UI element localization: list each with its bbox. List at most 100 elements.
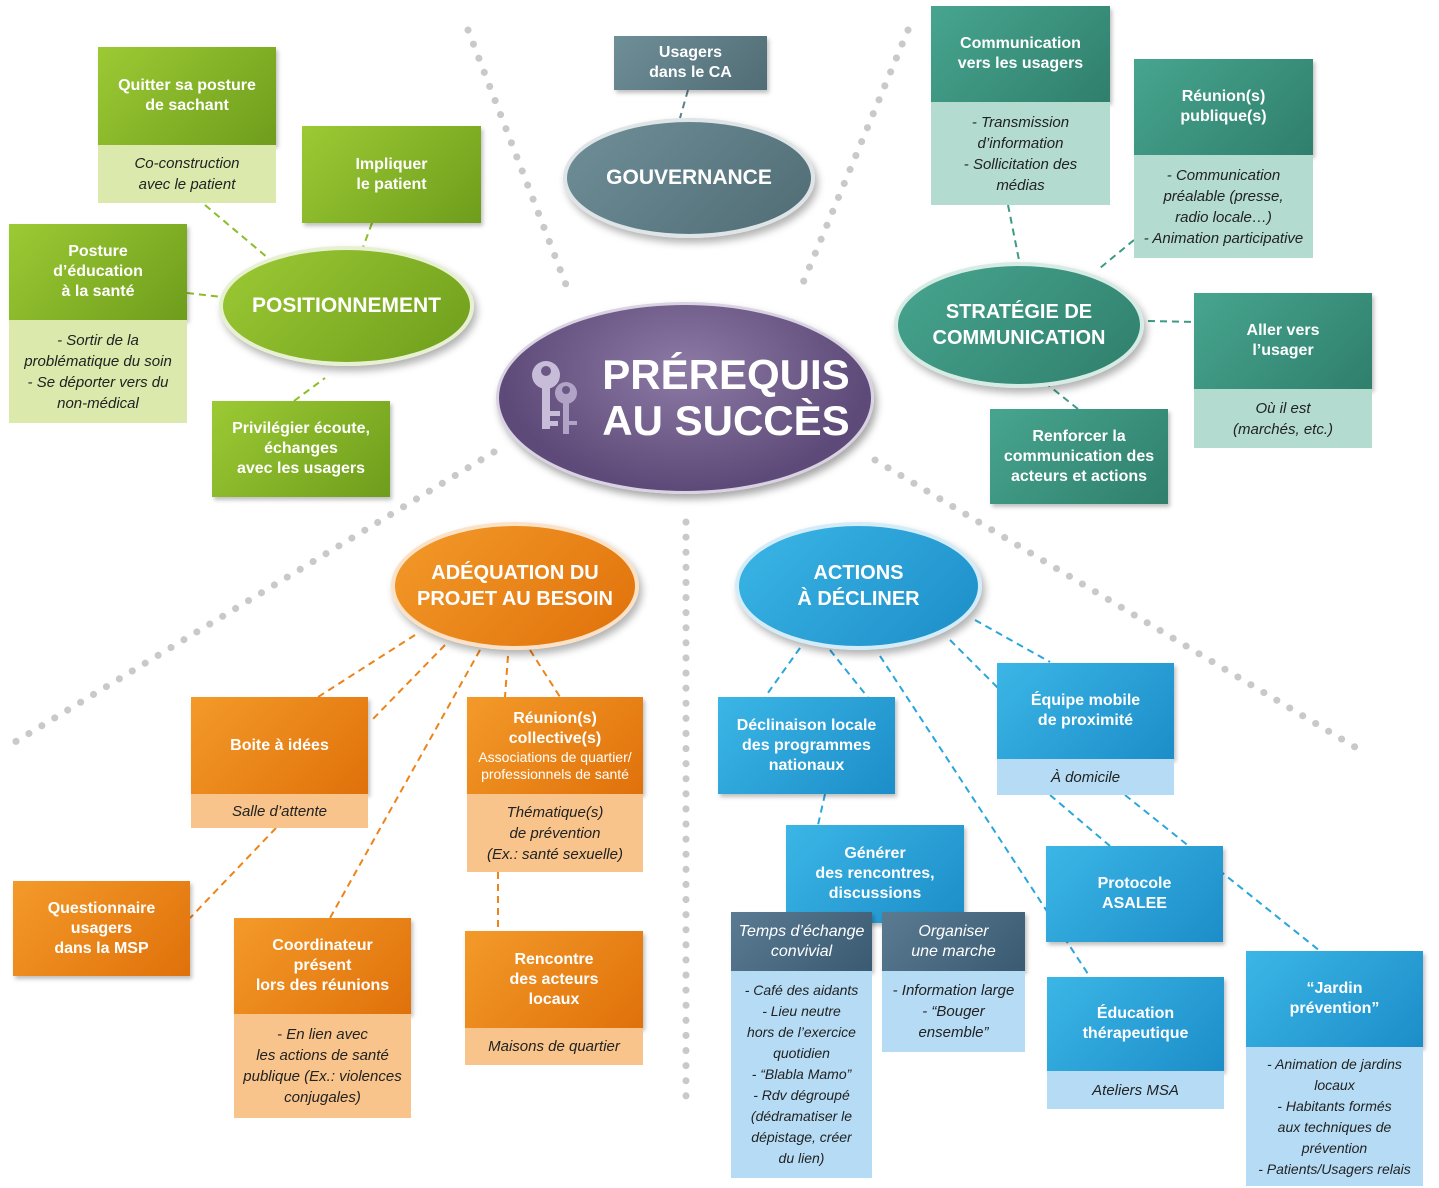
label-line: avec les usagers	[236, 460, 366, 477]
label-line: lors des réunions	[255, 977, 390, 994]
label-line: ASALEE	[1102, 895, 1167, 912]
detail-line: Ateliers MSA	[1092, 1081, 1179, 1099]
label-line: usagers	[70, 919, 133, 937]
label-line: Rencontre	[514, 950, 594, 968]
divider-ray	[464, 26, 572, 294]
education-therapeutique-detail: Ateliers MSA	[1047, 1071, 1224, 1109]
label-line: COMMUNICATION	[932, 327, 1106, 349]
label-line: publique(s)	[1180, 108, 1267, 125]
label-line: Protocole	[1097, 875, 1172, 892]
detail-line: - Habitants formés	[1277, 1097, 1392, 1114]
connector-line	[504, 655, 509, 698]
detail-line: - Animation participative	[1143, 229, 1304, 247]
divider-ray	[796, 26, 912, 294]
detail-line: - Rdv dégroupé	[753, 1087, 850, 1103]
center-title-line-2: AU SUCCÈS	[602, 397, 850, 444]
connector-line	[369, 644, 446, 723]
label-line: ADÉQUATION DU	[431, 562, 599, 584]
detail-line: Où il est	[1255, 399, 1311, 417]
connector-line	[764, 647, 801, 698]
detail-line: - Patients/Usagers relais	[1258, 1160, 1411, 1177]
label-line: Générer	[844, 845, 906, 862]
detail-line: Co-construction	[134, 155, 240, 172]
detail-line: problématique du soin	[24, 352, 172, 370]
detail-line: non-médical	[57, 394, 139, 412]
connector-line	[293, 377, 326, 402]
label-line: Renforcer la	[1032, 427, 1126, 445]
label-line: Coordinateur	[272, 937, 373, 954]
detail-line: avec le patient	[138, 176, 236, 193]
connector-line	[189, 827, 277, 919]
reunion-collective-detail: Thématique(s)de prévention(Ex.: santé se…	[467, 794, 643, 872]
label-line: communication des	[1003, 447, 1155, 465]
label-line: présent	[293, 957, 352, 974]
connector-line	[879, 655, 1091, 978]
detail-line: (Ex.: santé sexuelle)	[487, 845, 623, 863]
label-line: Questionnaire	[47, 899, 156, 917]
label-line: nationaux	[768, 756, 845, 774]
label-line: Posture	[68, 243, 128, 260]
label-line: PROJET AU BESOIN	[417, 588, 613, 610]
center-node: PRÉREQUIS AU SUCCÈS	[496, 302, 874, 494]
detail-line: Maisons de quartier	[488, 1038, 620, 1055]
label-line: Usagers	[658, 44, 723, 61]
connector-line	[317, 634, 416, 698]
boite-idees-box: Boite à idées	[191, 697, 368, 794]
label-line: thérapeutique	[1082, 1025, 1189, 1042]
hub-positionnement-label: POSITIONNEMENT	[251, 294, 441, 317]
label-line: Privilégier écoute,	[232, 420, 370, 437]
connector-line	[186, 292, 223, 298]
coordinateur-box: Coordinateur présent lors des réunions	[234, 918, 411, 1014]
detail-line: À domicile	[1050, 768, 1121, 786]
detail-line: - “Blabla Mamo”	[751, 1066, 852, 1082]
detail-line: prévention	[1301, 1139, 1368, 1156]
connector-line	[529, 649, 561, 698]
detail-line: radio locale…)	[1175, 208, 1272, 226]
detail-line: - Lieu neutre	[762, 1003, 841, 1019]
reunion-publique-box: Réunion(s)publique(s)	[1134, 59, 1313, 155]
rencontre-acteurs-detail: Maisons de quartier	[465, 1028, 643, 1065]
label-line: professionnels de santé	[481, 765, 629, 782]
label-line: des programmes	[742, 736, 871, 754]
label-line: Organiser	[918, 922, 989, 940]
detail-line: - Café des aidants	[744, 982, 859, 998]
divider-ray	[6, 448, 498, 749]
hub-gouvernance-label: GOUVERNANCE	[606, 166, 772, 189]
connector-line	[974, 619, 1051, 663]
label-line: Déclinaison locale	[736, 716, 877, 734]
detail-line: ensemble”	[918, 1024, 989, 1041]
detail-line: du lien)	[778, 1150, 825, 1166]
detail-line: quotidien	[773, 1045, 830, 1061]
connector-line	[1147, 320, 1195, 323]
label-line: “Jardin	[1306, 980, 1363, 997]
detail-line: les actions de santé	[256, 1047, 389, 1064]
detail-line: - Information large	[892, 982, 1015, 999]
connector-line	[1007, 204, 1021, 266]
label-line: À DÉCLINER	[797, 588, 920, 610]
detail-line: - Transmission	[971, 113, 1070, 131]
hub-adequation: ADÉQUATION DU PROJET AU BESOIN	[391, 522, 639, 650]
boite-idees-detail: Salle d’attente	[191, 794, 368, 828]
quitter-posture-detail: Co-construction avec le patient	[98, 145, 276, 203]
connector-line	[329, 649, 481, 919]
detail-line: - Sortir de la	[57, 331, 139, 349]
label-line: de proximité	[1037, 712, 1134, 729]
aller-vers-usager-detail: Où il est(marchés, etc.)	[1194, 389, 1372, 448]
detail-line: conjugales)	[284, 1089, 361, 1106]
organiser-marche-detail: - Information large - “Bouger ensemble”	[882, 971, 1025, 1052]
label-line: Temps d’échange	[738, 922, 865, 940]
label-line: dans la MSP	[54, 939, 149, 957]
detail-line: - “Bouger	[922, 1003, 985, 1020]
label-line: dans le CA	[649, 64, 732, 81]
